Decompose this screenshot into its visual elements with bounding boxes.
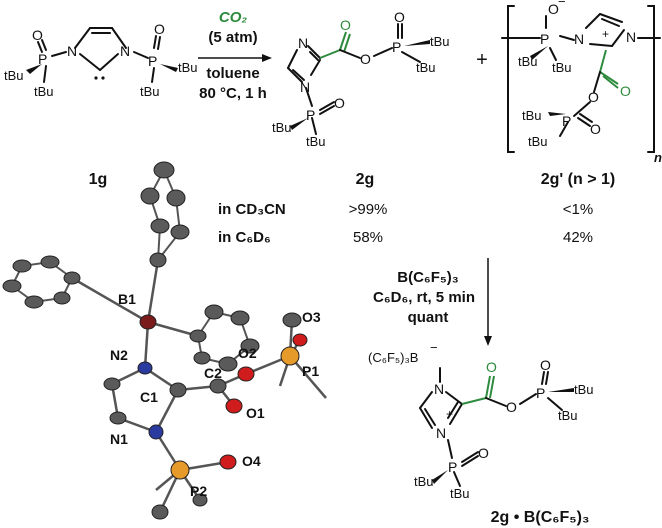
atom-p: P bbox=[38, 51, 47, 67]
oxygen-atom bbox=[225, 398, 243, 414]
atom-o: O bbox=[590, 121, 601, 137]
atom-label-p2: P2 bbox=[190, 483, 207, 499]
atom-n: N bbox=[436, 425, 446, 441]
minus-charge: − bbox=[558, 0, 566, 9]
minus-charge: − bbox=[430, 340, 438, 355]
atom-o: O bbox=[154, 21, 165, 37]
atom-p: P bbox=[540, 31, 549, 47]
compound-1g bbox=[26, 27, 178, 83]
plus-charge: + bbox=[602, 27, 609, 41]
atom-o: O bbox=[540, 357, 551, 373]
atom-p: P bbox=[562, 113, 571, 129]
atom-label-n1: N1 bbox=[110, 431, 128, 447]
compound-2g bbox=[287, 23, 430, 135]
phosphorus-atom bbox=[170, 460, 190, 480]
label-1g: 1g bbox=[89, 171, 108, 188]
label-2g-prime: 2g' (n > 1) bbox=[541, 171, 615, 188]
solvent-label: toluene bbox=[206, 65, 259, 82]
second-step-conditions: C₆D₆, rt, 5 min bbox=[373, 289, 475, 306]
tbu-label: tBu bbox=[178, 60, 198, 75]
boron-atom bbox=[139, 314, 157, 330]
table-value-2g-prime: 42% bbox=[563, 229, 593, 246]
compound-2g-prime bbox=[501, 5, 661, 153]
atom-o: O bbox=[360, 51, 371, 67]
oxygen-atom bbox=[292, 333, 308, 347]
oxygen-atom bbox=[237, 366, 255, 382]
nitrogen-atom bbox=[148, 424, 164, 440]
atom-n: N bbox=[298, 35, 308, 51]
atom-label-o4: O4 bbox=[242, 453, 261, 469]
atom-o-green: O bbox=[486, 359, 497, 375]
tbu-label: tBu bbox=[430, 34, 450, 49]
atom-o: O bbox=[588, 89, 599, 105]
borane-label: (C₆F₅)₃B bbox=[368, 350, 418, 365]
table-value-2g: >99% bbox=[349, 201, 388, 218]
second-step-yield: quant bbox=[408, 309, 449, 326]
compound-2g-borane-adduct bbox=[419, 367, 574, 487]
atom-n: N bbox=[300, 79, 310, 95]
atom-o: O bbox=[334, 95, 345, 111]
atom-p: P bbox=[392, 39, 401, 55]
label-2g: 2g bbox=[356, 171, 375, 188]
tbu-label: tBu bbox=[272, 120, 292, 135]
co2-reagent: CO₂ bbox=[219, 9, 248, 26]
table-solvent: in CD₃CN bbox=[218, 201, 286, 218]
second-step-reagent: B(C₆F₅)₃ bbox=[397, 269, 459, 286]
polymer-n: n bbox=[654, 150, 662, 165]
pressure-label: (5 atm) bbox=[208, 29, 257, 46]
phosphorus-atom bbox=[280, 346, 300, 366]
atom-p: P bbox=[536, 385, 545, 401]
crystal-structure bbox=[2, 161, 327, 520]
oxygen-atom bbox=[219, 454, 237, 470]
atom-o-green: O bbox=[340, 17, 351, 33]
label-2g-adduct: 2g • B(C₆F₅)₃ bbox=[491, 509, 590, 526]
tbu-label: tBu bbox=[518, 54, 538, 69]
arrow-head bbox=[484, 336, 492, 346]
tbu-label: tBu bbox=[140, 84, 160, 99]
atom-p: P bbox=[448, 459, 457, 475]
atom-label-p1: P1 bbox=[302, 363, 319, 379]
table-value-2g-prime: <1% bbox=[563, 201, 593, 218]
atom-p: P bbox=[148, 53, 157, 69]
atom-label-b1: B1 bbox=[118, 291, 136, 307]
atom-label-o1: O1 bbox=[246, 405, 265, 421]
tbu-label: tBu bbox=[552, 60, 572, 75]
atom-p: P bbox=[306, 107, 315, 123]
tbu-label: tBu bbox=[306, 134, 326, 149]
table-value-2g: 58% bbox=[353, 229, 383, 246]
nitrogen-atom bbox=[137, 361, 153, 375]
atom-o: O bbox=[548, 1, 559, 17]
plus-sign: + bbox=[476, 49, 488, 71]
atom-o: O bbox=[506, 399, 517, 415]
atom-o-green: O bbox=[620, 83, 631, 99]
atom-label-o2: O2 bbox=[238, 345, 257, 361]
atom-n: N bbox=[120, 43, 130, 59]
atom-label-c2: C2 bbox=[204, 365, 222, 381]
tbu-label: tBu bbox=[416, 60, 436, 75]
tbu-label: tBu bbox=[4, 68, 24, 83]
atom-o: O bbox=[32, 27, 43, 43]
tbu-label: tBu bbox=[34, 84, 54, 99]
tbu-label: tBu bbox=[522, 108, 542, 123]
conditions-label: 80 °C, 1 h bbox=[199, 85, 267, 102]
tbu-label: tBu bbox=[558, 408, 578, 423]
atom-o: O bbox=[394, 9, 405, 25]
atom-o: O bbox=[478, 445, 489, 461]
arrow-head bbox=[262, 54, 272, 62]
tbu-label: tBu bbox=[414, 474, 434, 489]
plus-charge: + bbox=[446, 407, 453, 421]
atom-label-n2: N2 bbox=[110, 347, 128, 363]
table-solvent: in C₆D₆ bbox=[218, 229, 271, 246]
atom-label-c1: C1 bbox=[140, 389, 158, 405]
solvent-table: in CD₃CN >99% <1% in C₆D₆ 58% 42% bbox=[218, 201, 593, 246]
tbu-label: tBu bbox=[528, 134, 548, 149]
atom-n: N bbox=[626, 29, 636, 45]
tbu-label: tBu bbox=[574, 382, 594, 397]
atom-n: N bbox=[434, 381, 444, 397]
atom-n: N bbox=[574, 31, 584, 47]
atom-label-o3: O3 bbox=[302, 309, 321, 325]
tbu-label: tBu bbox=[450, 486, 470, 501]
atom-n: N bbox=[67, 43, 77, 59]
